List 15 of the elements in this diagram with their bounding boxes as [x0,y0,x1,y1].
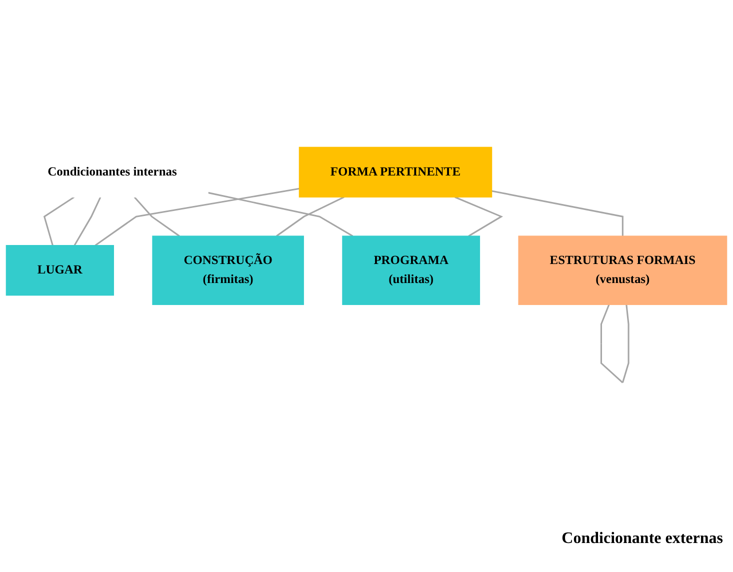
connector [94,188,300,246]
connector [600,304,630,384]
node-text: Condicionantes internas [48,165,177,178]
connector [276,196,344,237]
diagram: Condicionantes internas LUGAR CONSTRUÇÃO (firmitas) FORMA PERTINENTE PROGRAMA (utilitas) ESTRUTURAS FORMAIS (venustas) [0,141,733,389]
connector [208,192,354,237]
node-box [152,236,304,306]
node-box [342,236,480,306]
node-box [298,146,492,198]
connector [74,196,102,246]
connector [492,190,624,236]
note-text: Condicionante externas [560,530,723,548]
node-box [518,236,728,306]
connector [134,196,180,237]
node-box [6,245,114,296]
